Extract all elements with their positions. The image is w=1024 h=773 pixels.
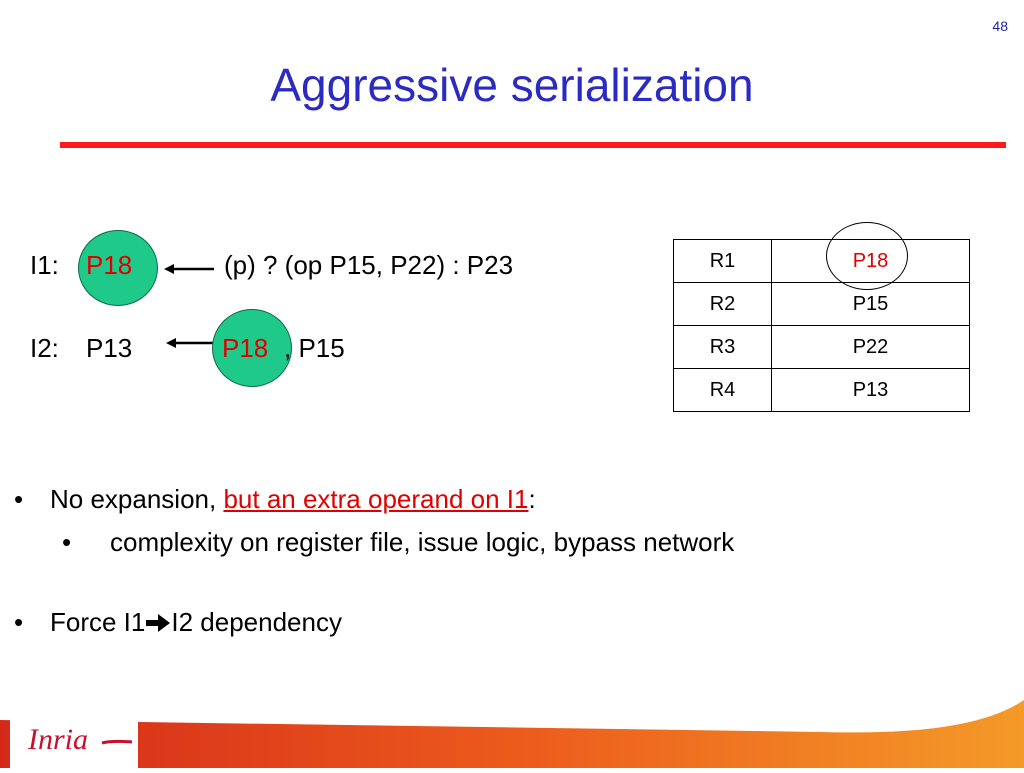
arch-register-cell: R2 <box>673 282 772 326</box>
i2-dest-register: P13 <box>86 333 133 363</box>
i1-left-arrow-icon <box>164 264 214 274</box>
inria-logo-mark: Inria <box>27 723 133 756</box>
slide-number: 48 <box>992 18 1008 34</box>
i1-dest-circle <box>78 230 158 306</box>
i2-src-register: P18 <box>222 333 269 363</box>
phys-register-cell: P22 <box>771 325 970 369</box>
register-map-table: R1 P18 R2 P15 R3 P22 R4 P13 <box>673 239 970 412</box>
table-row: R1 P18 <box>673 239 970 283</box>
bullet-glyph: • <box>62 527 72 557</box>
bullet-2-prefix: Force I1 <box>50 607 146 637</box>
i2-label: I2: <box>30 333 59 363</box>
table-row: R3 P22 <box>673 325 970 369</box>
i2-src-rest: , P15 <box>284 333 345 363</box>
table-row: R2 P15 <box>673 282 970 326</box>
bullet-glyph: • <box>14 607 24 637</box>
inria-logo: Inria <box>10 705 138 768</box>
svg-text:Inria: Inria <box>27 723 88 756</box>
right-arrow-icon <box>146 614 171 632</box>
title-underline <box>60 142 1006 148</box>
bullet-1-suffix: : <box>528 484 536 514</box>
arch-register-cell: R1 <box>673 239 772 283</box>
bullet-1-text: No expansion, but an extra operand on I1… <box>50 484 536 515</box>
table-highlight-circle <box>826 222 908 290</box>
i1-dest-register: P18 <box>86 250 133 280</box>
table-row: R4 P13 <box>673 368 970 412</box>
bullet-2-text: Force I1 I2 dependency <box>50 607 342 638</box>
bullet-2-suffix: I2 dependency <box>171 607 342 637</box>
bullet-1-highlight: but an extra operand on I1 <box>223 484 529 514</box>
phys-register-cell: P13 <box>771 368 970 412</box>
bullet-1-sub-text: complexity on register file, issue logic… <box>110 527 735 557</box>
i2-src-circle <box>212 309 292 387</box>
bullet-glyph: • <box>14 484 24 514</box>
bullet-1-prefix: No expansion, <box>50 484 224 514</box>
footer-band <box>0 700 1024 768</box>
i1-label: I1: <box>30 250 59 280</box>
slide-title: Aggressive serialization <box>270 59 754 111</box>
i1-expression: (p) ? (op P15, P22) : P23 <box>224 250 514 280</box>
arch-register-cell: R3 <box>673 325 772 369</box>
arch-register-cell: R4 <box>673 368 772 412</box>
